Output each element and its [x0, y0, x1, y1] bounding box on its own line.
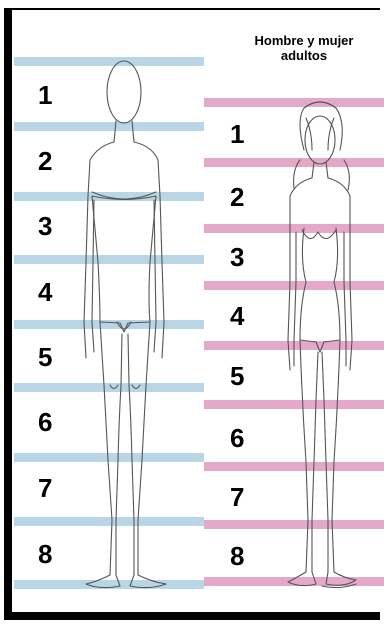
male-figure-sketch: [84, 61, 166, 588]
female-figure-sketch: [288, 102, 356, 588]
